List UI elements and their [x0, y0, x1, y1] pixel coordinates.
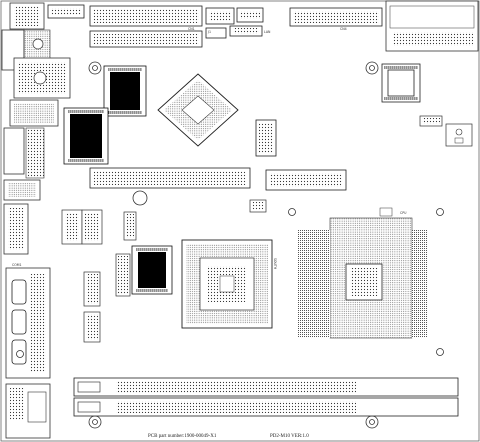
- cpu-label: CPU: [400, 211, 407, 215]
- top-left-connector: [47, 4, 85, 19]
- left-io-bottom: [5, 383, 51, 439]
- mounting-holes: [16, 61, 444, 429]
- top-small-connectors: [205, 7, 264, 39]
- diamond-chip: [157, 73, 239, 147]
- top-header-label: CN1: [188, 27, 195, 31]
- left-serial-ports: [5, 267, 51, 379]
- chip-lower-left: [63, 107, 109, 165]
- cpu-socket: [298, 207, 428, 339]
- chip-center-black: [131, 245, 173, 295]
- top-right-header: [289, 7, 383, 27]
- chip-center-connector: [115, 253, 131, 297]
- south-bridge: [181, 239, 273, 329]
- left-com-label: COM1: [12, 263, 22, 267]
- top-small-label-c: LAN: [264, 30, 271, 34]
- pcb-version-label: PD2-M10 VER:1.0: [270, 434, 309, 439]
- left-io-usb: [13, 57, 71, 99]
- right-header-label: CN4: [340, 27, 347, 31]
- south-bridge-label: SOUTH: [273, 258, 277, 270]
- pcb-part-number-label: PCB part number:1900-00049-X1: [148, 434, 217, 439]
- dip-blocks-lower: [83, 271, 101, 343]
- small-jumper: [249, 199, 267, 213]
- left-io-mid: [3, 99, 59, 255]
- top-header-a: [89, 5, 203, 27]
- bottom-slot-upper: [73, 377, 459, 397]
- dip-blocks-left: [61, 209, 137, 245]
- bottom-slot-lower: [73, 397, 459, 417]
- top-header-b: [89, 30, 203, 48]
- right-small-parts: [419, 115, 473, 147]
- qfp-top-right: [381, 63, 421, 103]
- battery: [132, 190, 148, 206]
- mid-header-right: [265, 169, 347, 191]
- mid-connector: [255, 119, 277, 157]
- chip-upper-left: [103, 65, 147, 117]
- top-small-label-a: J1: [207, 30, 211, 34]
- top-right-block: [385, 0, 479, 52]
- left-io-stack-top: [1, 2, 51, 71]
- mid-header-long: [89, 167, 251, 189]
